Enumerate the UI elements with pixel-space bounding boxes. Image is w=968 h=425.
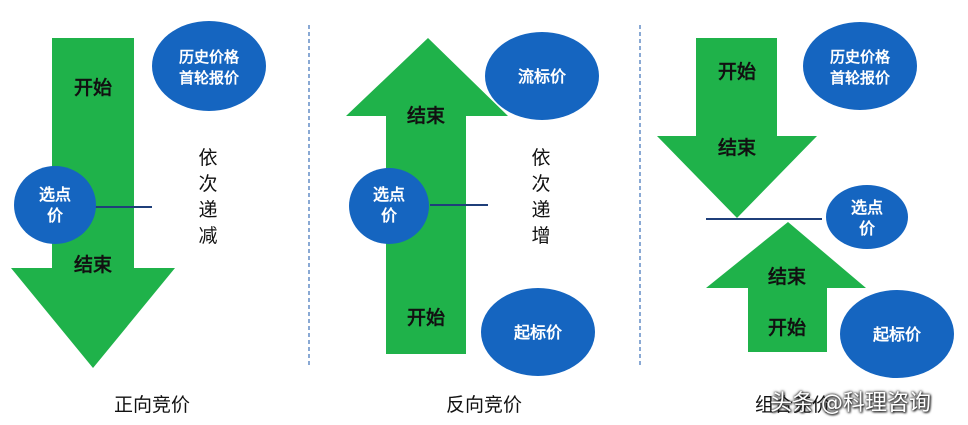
- side-char-1: 依: [198, 147, 217, 169]
- side-char-2: 次: [198, 173, 217, 195]
- starting-price-ellipse: [840, 290, 954, 378]
- ellipse-bottom-label: 起标价: [513, 323, 563, 342]
- side-char-1: 依: [531, 147, 550, 169]
- ellipse-line2: 首轮报价: [179, 69, 240, 87]
- starting-price-ellipse: [481, 288, 595, 376]
- panel-forward: 开始 结束 历史价格 首轮报价 选点 价 依 次 递 减 正向竞价: [11, 21, 266, 416]
- arrow-bottom-label: 开始: [407, 306, 445, 329]
- down-arrow: [657, 38, 817, 218]
- side-char-4: 增: [531, 225, 550, 247]
- up-arrow: [706, 222, 866, 352]
- panel-reverse: 结束 开始 流标价 起标价 选点 价 依 次 递 增 反向竞价: [346, 32, 599, 416]
- select-line2: 价: [47, 206, 64, 225]
- side-char-3: 递: [531, 199, 550, 221]
- arrow-top-label: 结束: [407, 104, 446, 127]
- arrow-top-label: 开始: [74, 76, 112, 99]
- ellipse-line2: 首轮报价: [830, 69, 891, 87]
- ellipse-line1: 历史价格: [830, 48, 891, 66]
- select-point-ellipse: [14, 166, 96, 244]
- select-line1: 选点: [851, 198, 883, 217]
- select-line2: 价: [859, 219, 876, 238]
- side-char-3: 递: [198, 199, 217, 221]
- watermark: 头条 @科理咨询: [770, 391, 931, 416]
- select-line2: 价: [381, 206, 398, 225]
- arrow-bottom-label: 结束: [74, 253, 113, 276]
- select-line1: 选点: [39, 185, 71, 204]
- caption-reverse: 反向竞价: [446, 394, 522, 416]
- history-price-ellipse: [803, 22, 917, 110]
- panel-combined: 开始 结束 结束 开始 历史价格 首轮报价 选点 价 起标价 组合竞价: [657, 22, 954, 416]
- select-point-ellipse: [826, 185, 908, 249]
- up-arrow-bottom-label: 开始: [768, 316, 806, 339]
- select-point-ellipse: [349, 168, 429, 244]
- side-char-2: 次: [531, 173, 550, 195]
- select-line1: 选点: [373, 185, 405, 204]
- ellipse-top-label: 流标价: [518, 67, 567, 86]
- history-price-ellipse: [152, 21, 266, 111]
- side-char-4: 减: [198, 225, 217, 247]
- down-arrow-top-label: 开始: [718, 60, 756, 83]
- up-arrow-top-label: 结束: [768, 265, 807, 288]
- down-arrow-bottom-label: 结束: [718, 136, 757, 159]
- caption-combined: 组合竞价: [755, 394, 831, 416]
- ellipse-line1: 历史价格: [179, 48, 240, 66]
- unsuccessful-price-ellipse: [485, 32, 599, 120]
- ellipse-bottom-label: 起标价: [872, 325, 922, 344]
- caption-forward: 正向竞价: [114, 394, 190, 416]
